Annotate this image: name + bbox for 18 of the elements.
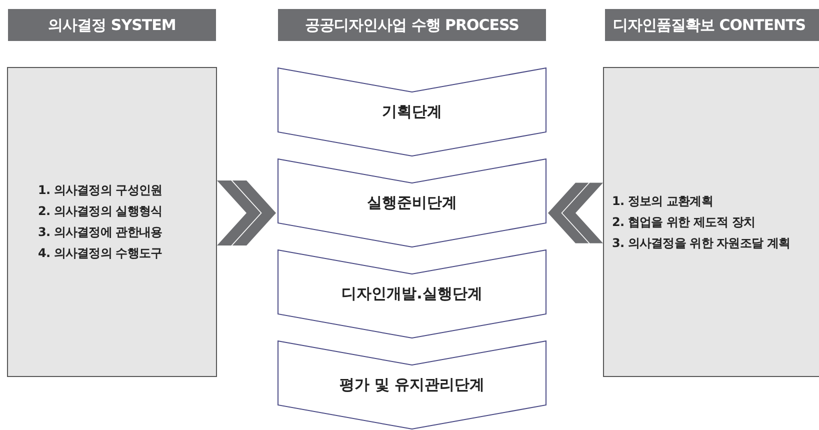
list-item: 2. 협업을 위한 제도적 장치 — [612, 214, 756, 230]
step-label: 평가 및 유지관리단계 — [339, 376, 485, 394]
list-panel — [7, 67, 217, 377]
section-header: 디자인품질확보 CONTENTS — [605, 9, 819, 41]
section-header: 의사결정 SYSTEM — [8, 9, 216, 41]
section-header: 공공디자인사업 수행 PROCESS — [278, 9, 546, 41]
list-item: 4. 의사결정의 수행도구 — [38, 245, 164, 262]
list-item: 1. 의사결정의 구성인원 — [38, 182, 164, 199]
double-chevron-arrow — [217, 180, 276, 246]
step-label: 기획단계 — [382, 102, 442, 122]
step-label: 디자인개발.실행단계 — [342, 284, 482, 304]
double-chevron-arrow — [548, 182, 603, 244]
list-item: 3. 의사결정에 관한내용 — [38, 224, 164, 241]
list-item: 1. 정보의 교환계획 — [612, 192, 714, 210]
list-panel — [603, 67, 819, 377]
list-item: 2. 의사결정의 실행형식 — [38, 203, 164, 220]
list-item: 3. 의사결정을 위한 자원조달 계획 — [612, 234, 792, 252]
step-label: 실행준비단계 — [367, 194, 457, 212]
